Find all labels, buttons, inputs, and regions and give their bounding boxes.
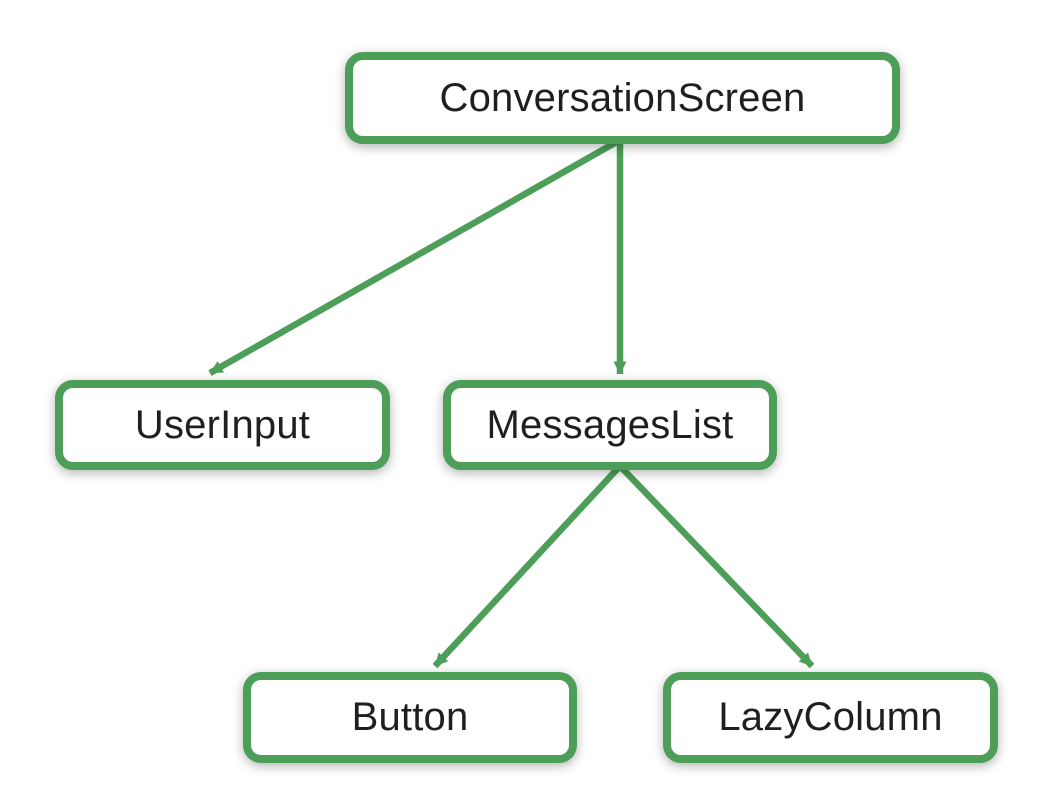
- edge-messageslist-to-button: [432, 463, 623, 669]
- edge-conversationscreen-to-userinput: [208, 137, 622, 376]
- node-label: ConversationScreen: [439, 75, 806, 120]
- node-conversationscreen: ConversationScreen: [345, 52, 900, 144]
- node-label: MessagesList: [486, 402, 734, 447]
- edge-messageslist-to-lazycolumn: [617, 463, 815, 669]
- node-lazycolumn: LazyColumn: [663, 672, 998, 763]
- node-messageslist: MessagesList: [443, 380, 777, 470]
- node-userinput: UserInput: [55, 380, 390, 470]
- node-label: Button: [351, 695, 469, 739]
- node-label: UserInput: [134, 402, 311, 447]
- node-label: LazyColumn: [718, 695, 943, 739]
- node-button: Button: [243, 672, 577, 763]
